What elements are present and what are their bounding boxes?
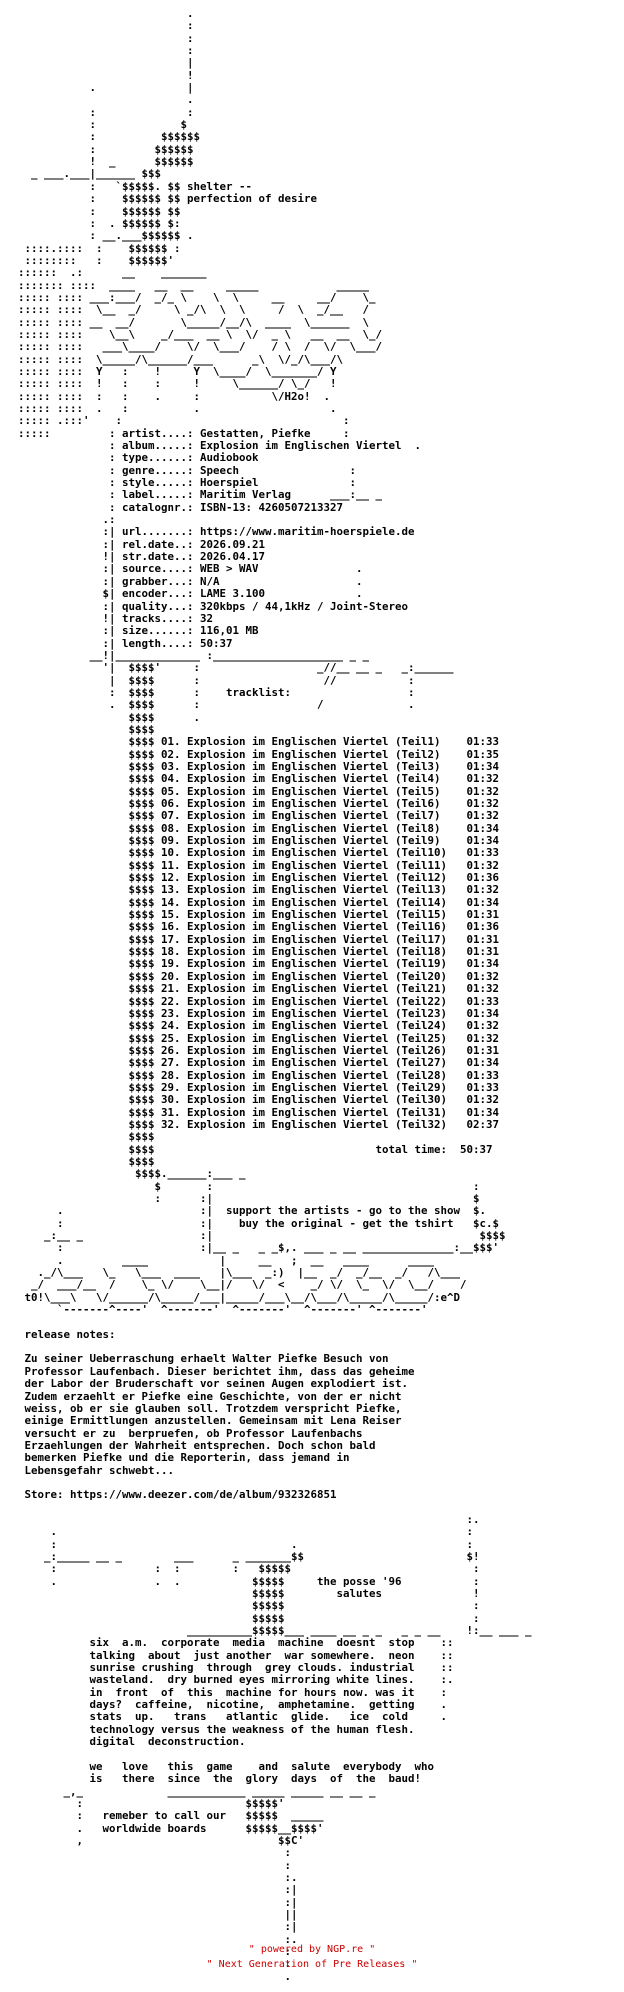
- footer-powered-by: " powered by NGP.re ": [248, 1944, 376, 1955]
- nfo-ascii-text: . : : : | ! . | .: [18, 7, 532, 1983]
- footer-tagline: " Next Generation of Pre Releases ": [206, 1959, 418, 1970]
